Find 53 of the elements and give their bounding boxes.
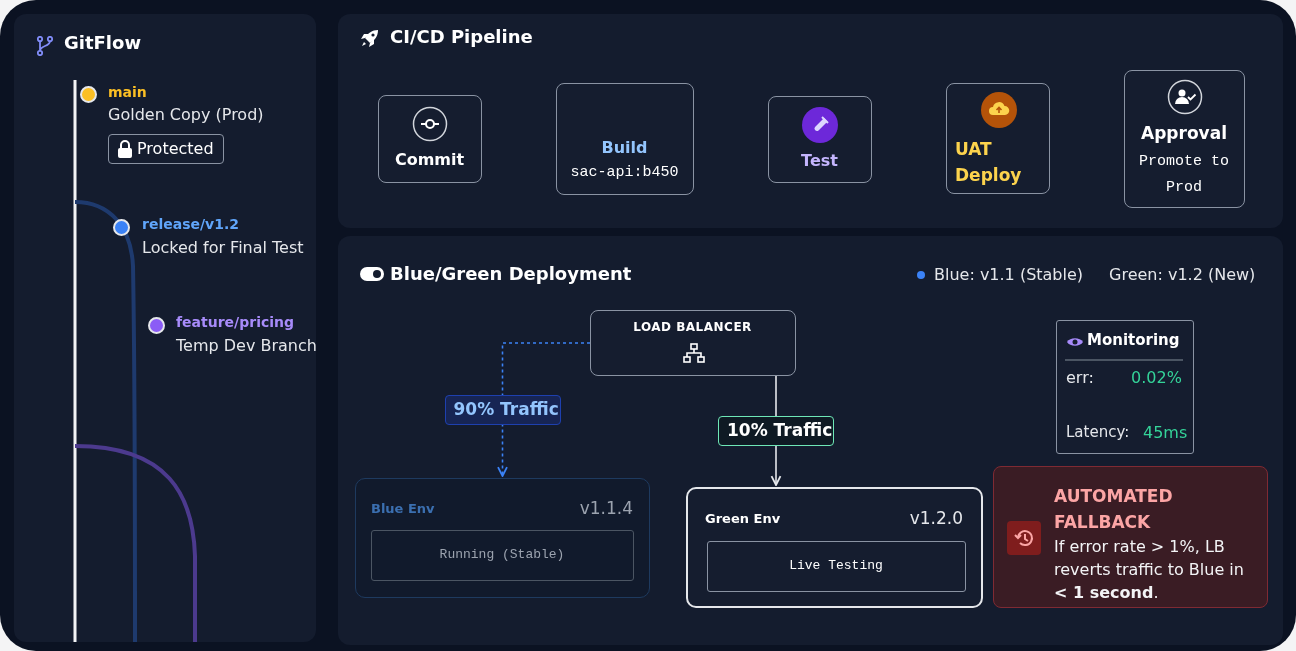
arrow: [770, 375, 782, 486]
alert-card: [993, 466, 1268, 608]
step-label: UAT Deploy: [955, 138, 1023, 187]
panel: [14, 14, 316, 642]
environment-name: Blue Env: [371, 501, 435, 516]
step-label: Approval: [1140, 123, 1228, 143]
step-label: Commit: [393, 150, 466, 169]
metric-name: err:: [1066, 368, 1094, 387]
pipeline-step-card: [378, 95, 482, 183]
panel-title: CI/CD Pipeline: [390, 26, 533, 47]
metric-value: 0.02%: [1131, 368, 1182, 387]
image-tag: sac-api:b450: [557, 164, 692, 181]
version-label: Green: v1.2 (New): [1109, 265, 1256, 284]
status-badge: [108, 134, 224, 164]
metric-value: 45ms: [1143, 423, 1188, 442]
pipeline-step-card: [946, 83, 1050, 194]
pipeline-step-card: [1124, 70, 1245, 208]
version-number: v1.1.4: [579, 498, 633, 518]
load-balancer-box: [590, 310, 796, 376]
environment-card: [686, 487, 983, 608]
badge-text: Protected: [137, 139, 214, 158]
card-title: Monitoring: [1087, 331, 1180, 349]
monitoring-card: [1056, 320, 1194, 454]
branch-description: Golden Copy (Prod): [108, 105, 264, 124]
branch-name: release/v1.2: [142, 216, 239, 232]
version-number: v1.2.0: [909, 508, 963, 528]
status-box: [371, 530, 634, 581]
alert-description: If error rate > 1%, LB reverts traffic to Blue in < 1 second.: [1054, 536, 1245, 604]
status-box: [707, 541, 966, 592]
branch-name: main: [108, 84, 147, 100]
pipeline-step-card: [768, 96, 872, 183]
step-label: Build: [600, 138, 649, 157]
pipeline-step-card: [556, 83, 694, 195]
panel-title: GitFlow: [64, 32, 141, 53]
metric-name: Latency:: [1066, 423, 1130, 441]
box-title: LOAD BALANCER: [632, 320, 753, 334]
branch-description: Temp Dev Branch: [176, 336, 317, 355]
edge-label: 10% Traffic: [718, 415, 834, 446]
status-text: Running (Stable): [438, 547, 566, 562]
alert-title: AUTOMATED FALLBACK: [1054, 485, 1174, 534]
step-description: Promote to Prod: [1138, 152, 1230, 198]
step-label: Test: [800, 151, 839, 170]
branch-description: Locked for Final Test: [142, 238, 304, 257]
legend-text: Blue: v1.1 (Stable): [934, 265, 1084, 284]
branch-name: feature/pricing: [176, 314, 294, 330]
arrow: [497, 342, 591, 477]
status-text: Live Testing: [788, 558, 884, 573]
panel: [338, 236, 1283, 645]
environment-name: Green Env: [705, 511, 781, 526]
panel: [338, 14, 1283, 228]
environment-card: [355, 478, 650, 598]
panel-title: Blue/Green Deployment: [390, 263, 632, 284]
edge-label: 90% Traffic: [444, 394, 561, 425]
